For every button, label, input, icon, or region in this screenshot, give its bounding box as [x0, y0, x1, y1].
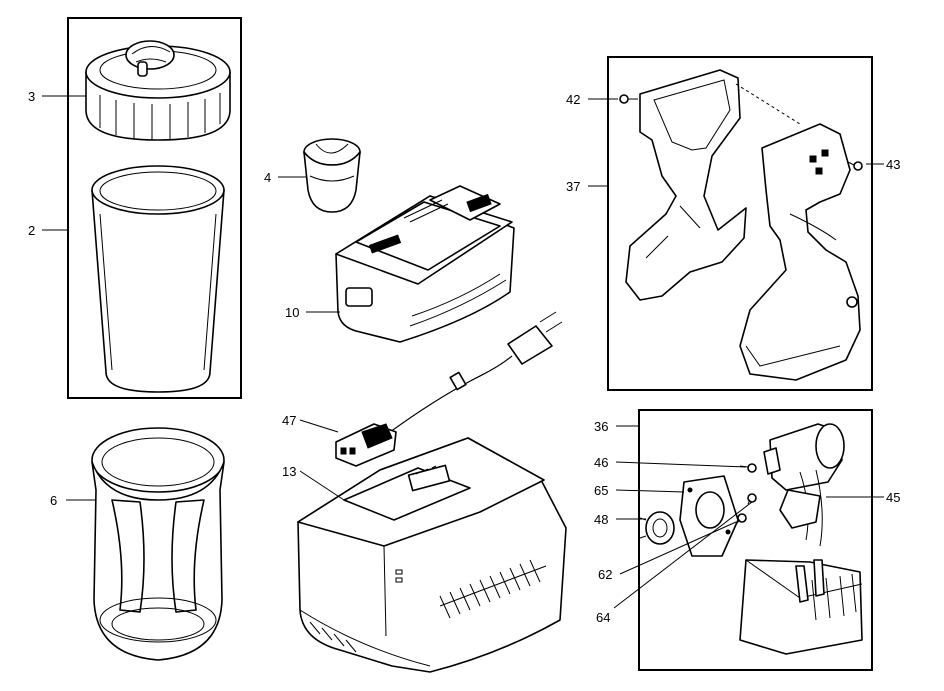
callout-47: 47 — [282, 413, 296, 428]
callout-2: 2 — [28, 223, 35, 238]
part-10-battery-pack — [335, 185, 515, 343]
callout-37: 37 — [566, 179, 580, 194]
callout-labels: 3 2 4 6 10 47 13 42 37 43 36 46 65 48 62… — [28, 89, 900, 625]
callout-46: 46 — [594, 455, 608, 470]
part-47-power-cord — [335, 311, 563, 467]
callout-43: 43 — [886, 157, 900, 172]
part-37-housing-halves — [625, 69, 861, 381]
callout-64: 64 — [596, 610, 610, 625]
callout-4: 4 — [264, 170, 271, 185]
container-group-frame — [67, 17, 242, 399]
part-42-screw — [619, 94, 638, 104]
callout-6: 6 — [50, 493, 57, 508]
housing-group-frame — [607, 56, 873, 391]
part-2-cup-liner — [91, 165, 225, 393]
part-36-motor-assembly — [739, 423, 863, 655]
callout-13: 13 — [282, 464, 296, 479]
callout-45: 45 — [886, 490, 900, 505]
part-4-adapter — [303, 138, 361, 213]
callout-42: 42 — [566, 92, 580, 107]
callout-62: 62 — [598, 567, 612, 582]
part-13-charger — [297, 437, 567, 673]
motor-group-frame — [638, 409, 873, 671]
part-48-gear — [639, 511, 675, 545]
part-6-cup-holder — [91, 427, 225, 661]
part-65-motor-plate — [679, 475, 739, 557]
part-43-screw — [847, 161, 863, 171]
part-46-screw — [739, 463, 757, 473]
callout-3: 3 — [28, 89, 35, 104]
callout-10: 10 — [285, 305, 299, 320]
part-62-screw — [735, 513, 747, 525]
leader-lines — [42, 95, 884, 609]
callout-36: 36 — [594, 419, 608, 434]
callout-48: 48 — [594, 512, 608, 527]
part-3-lid — [85, 40, 231, 141]
callout-65: 65 — [594, 483, 608, 498]
